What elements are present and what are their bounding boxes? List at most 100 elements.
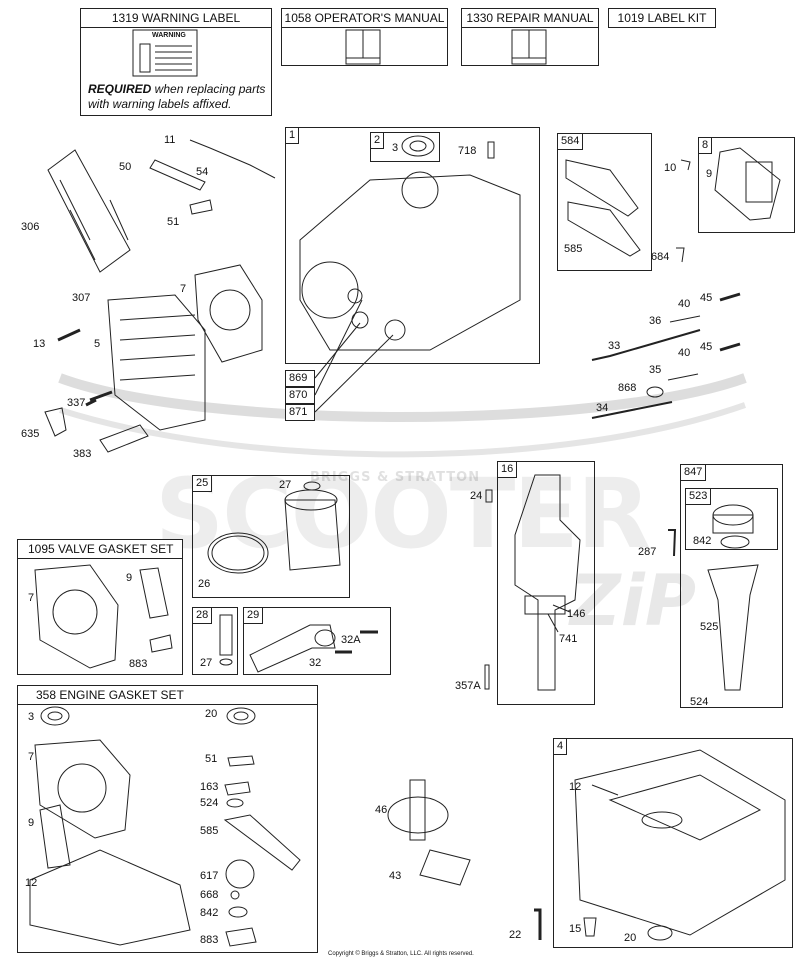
crankshaft-gear [524,595,566,615]
callout-54[interactable]: 54 [196,166,209,178]
callout-883[interactable]: 883 [129,658,148,670]
callout-27[interactable]: 27 [279,479,292,491]
intake-valve [591,329,701,361]
callout-46[interactable]: 46 [375,804,388,816]
breather-cover [565,159,639,217]
callout-12[interactable]: 12 [25,877,38,889]
callout-357A[interactable]: 357A [455,680,481,692]
box-label-869: 869 [285,370,315,387]
callout-34[interactable]: 34 [596,402,609,414]
callout-306[interactable]: 306 [21,221,40,233]
callout-10[interactable]: 10 [664,162,677,174]
callout-12[interactable]: 12 [569,781,582,793]
breather-part [99,424,149,453]
callout-5[interactable]: 5 [94,338,101,350]
callout-718[interactable]: 718 [458,145,477,157]
callout-43[interactable]: 43 [389,870,402,882]
callout-287[interactable]: 287 [638,546,657,558]
callout-7[interactable]: 7 [28,592,35,604]
callout-32A[interactable]: 32A [341,634,361,646]
box-label-1: 1 [285,127,300,144]
head-gasket-1095 [34,564,119,669]
callout-525[interactable]: 525 [700,621,719,633]
callout-24[interactable]: 24 [470,490,483,502]
valve-cover-box [698,137,795,233]
callout-51[interactable]: 51 [205,753,218,765]
piston-pin [219,614,233,656]
key [485,489,493,503]
callout-20[interactable]: 20 [205,708,218,720]
callout-741[interactable]: 741 [559,633,578,645]
callout-20[interactable]: 20 [624,932,637,944]
required-text: when replacing parts [151,82,266,96]
warning-label-header: 1319 WARNING LABEL [80,8,272,28]
callout-524[interactable]: 524 [200,797,219,809]
book-icon [511,29,547,65]
breather-box [557,133,652,271]
connecting-rod-box [243,607,391,675]
callout-383[interactable]: 383 [73,448,92,460]
callout-45[interactable]: 45 [700,292,713,304]
callout-868[interactable]: 868 [618,382,637,394]
callout-36[interactable]: 36 [649,315,662,327]
valve-gasket-set-box [17,539,183,675]
cylinder-head [107,294,206,431]
callout-9[interactable]: 9 [28,817,35,829]
callout-13[interactable]: 13 [33,338,46,350]
callout-3[interactable]: 3 [392,142,399,154]
callout-635[interactable]: 635 [21,428,40,440]
callout-684[interactable]: 684 [651,251,670,263]
callout-7[interactable]: 7 [28,751,35,763]
warning-sticker-title: WARNING [152,32,186,39]
callout-35[interactable]: 35 [649,364,662,376]
valve-gasket-set-header: 1095 VALVE GASKET SET [17,539,183,559]
valve-spring [669,315,701,323]
crankshaft [514,474,581,691]
piston-ring [207,532,269,574]
callout-617[interactable]: 617 [200,870,219,882]
valve-cover-gasket-358 [39,804,71,869]
callout-40[interactable]: 40 [678,298,691,310]
callout-51[interactable]: 51 [167,216,180,228]
head-gasket-358 [34,739,131,839]
callout-11[interactable]: 11 [164,134,176,146]
callout-163[interactable]: 163 [200,781,219,793]
seal-20 [226,707,256,725]
head-gasket [194,264,263,363]
valve-cap [719,342,741,352]
callout-50[interactable]: 50 [119,161,132,173]
callout-32[interactable]: 32 [309,657,322,669]
callout-585[interactable]: 585 [564,243,583,255]
callout-9[interactable]: 9 [126,572,133,584]
callout-146[interactable]: 146 [567,608,586,620]
oil-seal [401,135,435,157]
callout-842[interactable]: 842 [693,535,712,547]
gasket-51 [227,755,255,767]
seal-358 [40,706,70,726]
callout-15[interactable]: 15 [569,923,582,935]
callout-337[interactable]: 337 [67,397,86,409]
callout-22[interactable]: 22 [509,929,522,941]
screw [680,159,691,171]
sump [574,749,786,936]
callout-26[interactable]: 26 [198,578,211,590]
callout-585[interactable]: 585 [200,825,219,837]
callout-307[interactable]: 307 [72,292,91,304]
callout-7[interactable]: 7 [180,283,187,295]
callout-40[interactable]: 40 [678,347,691,359]
spark-plug [85,390,113,407]
callout-33[interactable]: 33 [608,340,621,352]
callout-27[interactable]: 27 [200,657,213,669]
callout-883[interactable]: 883 [200,934,219,946]
ring-668 [230,890,240,900]
callout-9[interactable]: 9 [706,168,713,180]
screw [676,247,685,263]
callout-45[interactable]: 45 [700,341,713,353]
callout-524[interactable]: 524 [690,696,709,708]
camshaft [409,779,426,841]
callout-842[interactable]: 842 [200,907,219,919]
o-ring-524 [226,798,244,808]
callout-3[interactable]: 3 [28,711,35,723]
callout-668[interactable]: 668 [200,889,219,901]
